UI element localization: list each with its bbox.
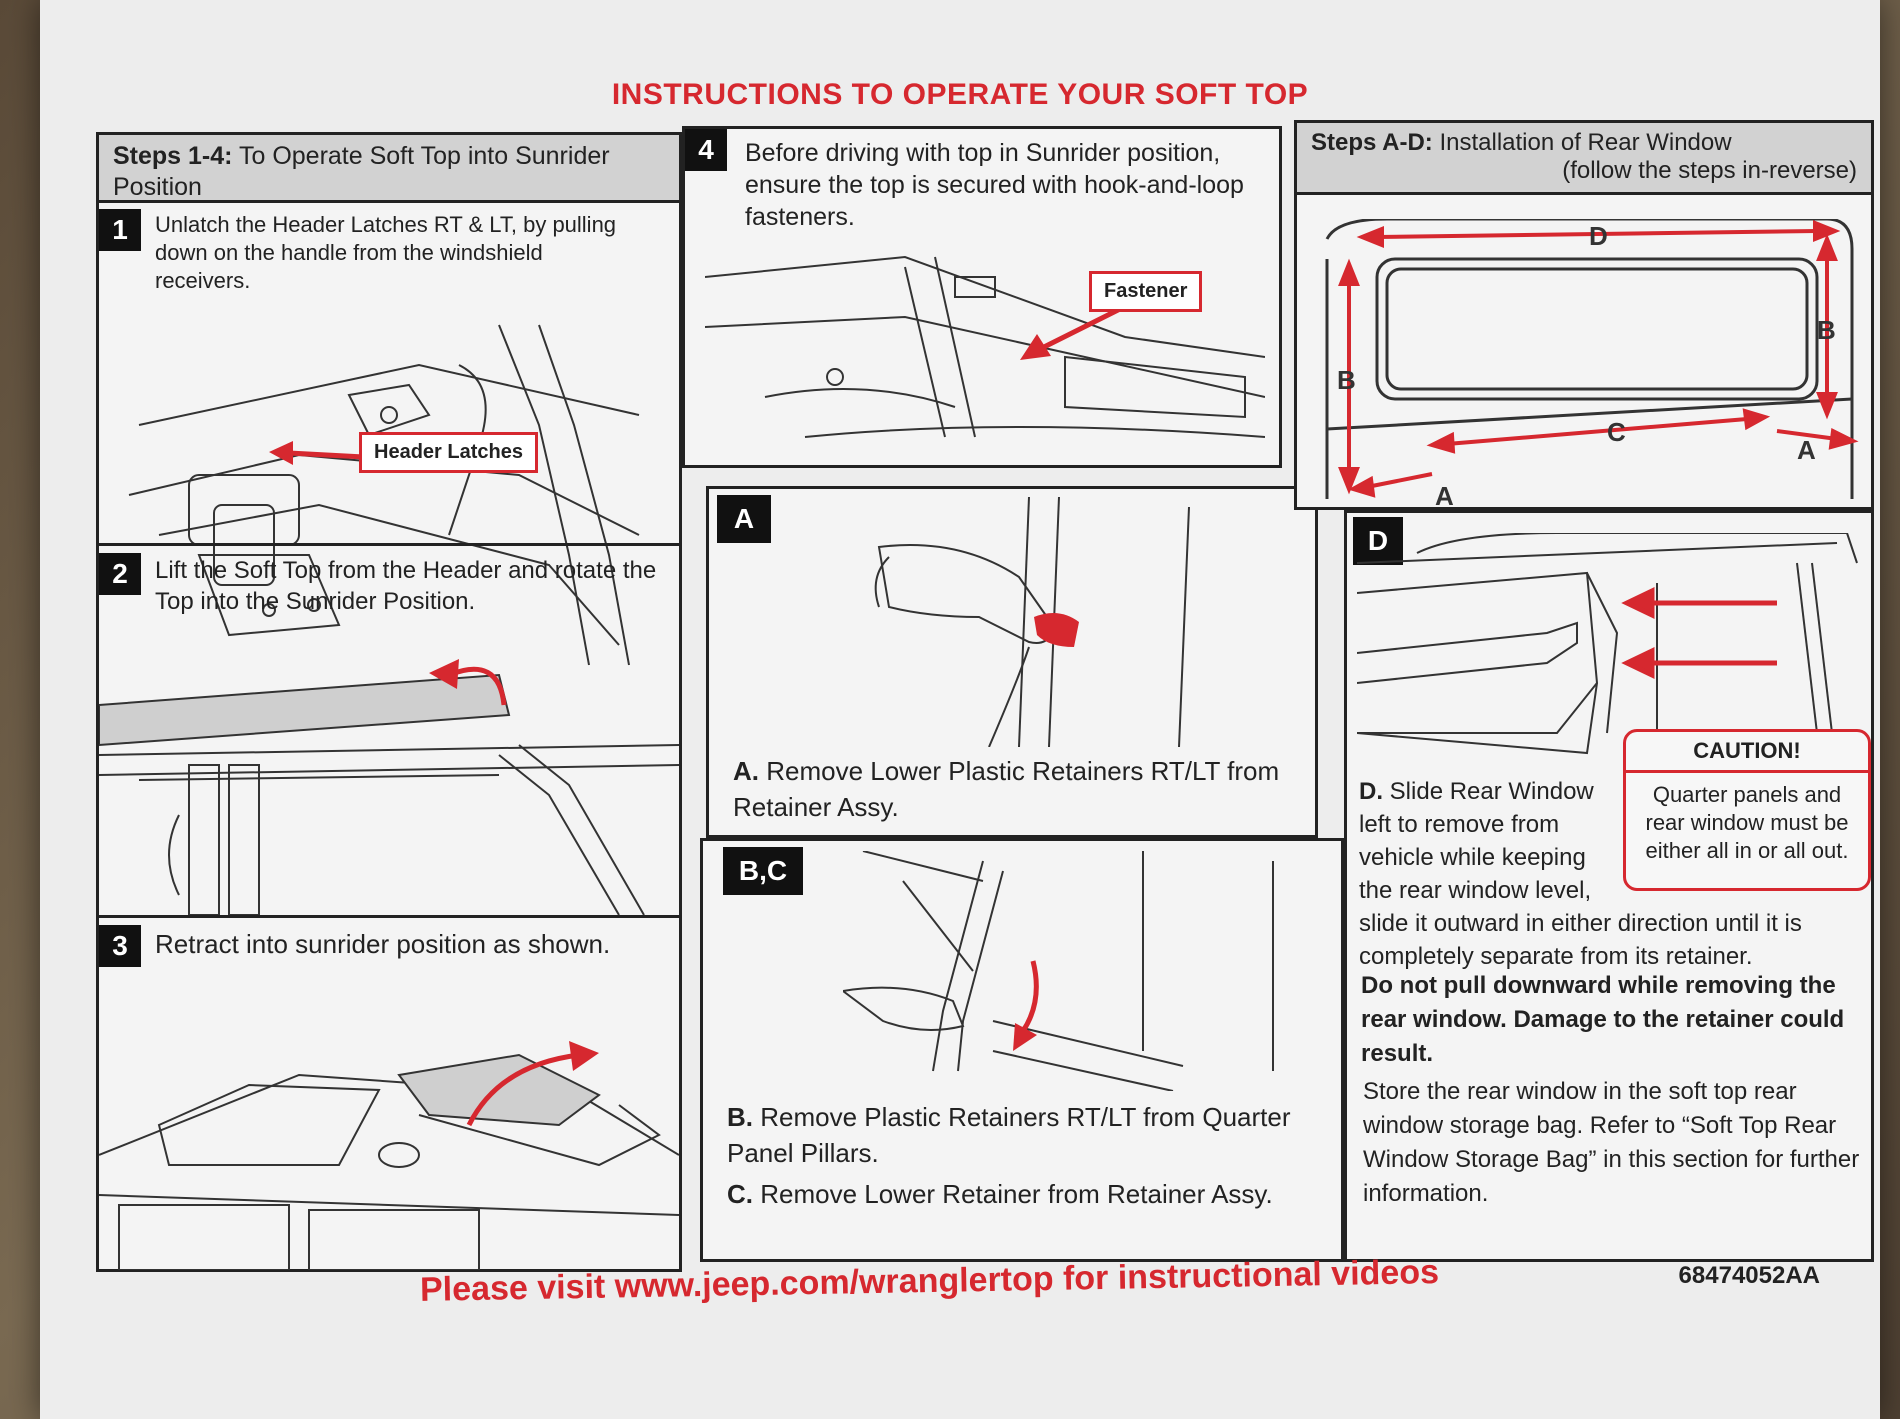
step-3-badge: 3: [99, 925, 141, 967]
page-title: INSTRUCTIONS TO OPERATE YOUR SOFT TOP: [611, 78, 1309, 111]
label-a-left: A: [1435, 481, 1454, 509]
step-2-badge: 2: [99, 553, 141, 595]
panel-step-d: D CAUTION! Quarter panels and rear windo…: [1344, 510, 1874, 1262]
step-a-text: A. Remove Lower Plastic Retainers RT/LT …: [733, 753, 1293, 825]
step-b-label: B.: [727, 1102, 753, 1132]
step-2-text: Lift the Soft Top from the Header and ro…: [155, 557, 657, 615]
step-a-badge: A: [717, 495, 771, 543]
step-1-badge: 1: [99, 209, 141, 251]
divider: [99, 543, 679, 546]
step-d-label: D.: [1359, 778, 1383, 805]
slide-rear-window-illustration: [1357, 533, 1858, 755]
step-b-description: Remove Plastic Retainers RT/LT from Quar…: [727, 1102, 1291, 1168]
lower-retainer-illustration: [874, 497, 1190, 747]
step-d-storage: Store the rear window in the soft top re…: [1363, 1078, 1860, 1207]
fastener-illustration: [705, 255, 1265, 438]
steps-header-text: To Operate Soft Top into Sunrider Positi…: [113, 142, 610, 201]
quarter-panel-retainer-illustration: [843, 851, 1274, 1091]
rear-header-text: Installation of Rear Window: [1432, 129, 1732, 156]
label-c: C: [1607, 417, 1626, 447]
step-bc-badge: B,C: [723, 847, 803, 895]
caution-box: CAUTION! Quarter panels and rear window …: [1623, 729, 1871, 891]
panel-rear-window: Steps A-D: Installation of Rear Window (…: [1294, 120, 1874, 510]
divider: [99, 915, 679, 918]
step-3-text: Retract into sunrider position as shown.: [155, 929, 611, 959]
label-d: D: [1589, 221, 1608, 251]
sunrider-lift-illustration: [99, 659, 679, 915]
rear-header-bold: Steps A-D:: [1311, 129, 1433, 156]
step-d-body: Slide Rear Window left to remove from ve…: [1359, 778, 1802, 970]
header-latch-arrow: [269, 441, 365, 465]
step-d-warning: Do not pull downward while removing the …: [1361, 972, 1845, 1067]
panel-steps-1-4: Steps 1-4: To Operate Soft Top into Sunr…: [96, 132, 682, 1272]
step-1-text: Unlatch the Header Latches RT & LT, by p…: [155, 212, 617, 293]
label-a-right: A: [1797, 435, 1816, 465]
caution-heading: CAUTION!: [1626, 732, 1868, 773]
header-latches-callout: Header Latches: [359, 432, 538, 473]
panel-step-a: A A. Remove Lower Plastic Retainers RT/L…: [706, 486, 1318, 838]
label-b-right: B: [1817, 315, 1836, 345]
rear-header-subtext: (follow the steps in-reverse): [1562, 157, 1857, 184]
step-c-text: C. Remove Lower Retainer from Retainer A…: [727, 1175, 1327, 1213]
step-a-label: A.: [733, 756, 759, 786]
steps-header-bold: Steps 1-4:: [113, 142, 233, 170]
step-4-badge: 4: [685, 129, 727, 171]
instruction-sheet: INSTRUCTIONS TO OPERATE YOUR SOFT TOP St…: [40, 0, 1880, 1419]
part-number: 68474052AA: [1678, 1262, 1820, 1289]
step-d-instructions: D.: [1359, 775, 1609, 808]
step-d-description: D. Slide Rear Window left to remove from…: [1359, 775, 1865, 973]
step-a-description: Remove Lower Plastic Retainers RT/LT fro…: [733, 756, 1280, 822]
step-c-description: Remove Lower Retainer from Retainer Assy…: [753, 1179, 1273, 1209]
label-b-left: B: [1337, 365, 1356, 395]
sunrider-retract-illustration: [99, 1041, 679, 1270]
step-b-text: B. Remove Plastic Retainers RT/LT from Q…: [727, 1099, 1327, 1171]
panel-step-4: 4 Before driving with top in Sunrider po…: [682, 126, 1282, 468]
panel-step-bc: B,C B. Remove Plastic Retainers RT/LT fr…: [700, 838, 1344, 1262]
caution-text: Quarter panels and rear window must be e…: [1645, 782, 1849, 863]
rear-window-header: Steps A-D: Installation of Rear Window (…: [1297, 123, 1871, 195]
step-4-text: Before driving with top in Sunrider posi…: [745, 139, 1244, 231]
panel-steps-header: Steps 1-4: To Operate Soft Top into Sunr…: [99, 135, 679, 203]
step-c-label: C.: [727, 1179, 753, 1209]
step-d-badge: D: [1353, 517, 1403, 565]
fastener-callout: Fastener: [1089, 271, 1203, 312]
rear-window-diagram: D B B C A A: [1325, 219, 1859, 509]
